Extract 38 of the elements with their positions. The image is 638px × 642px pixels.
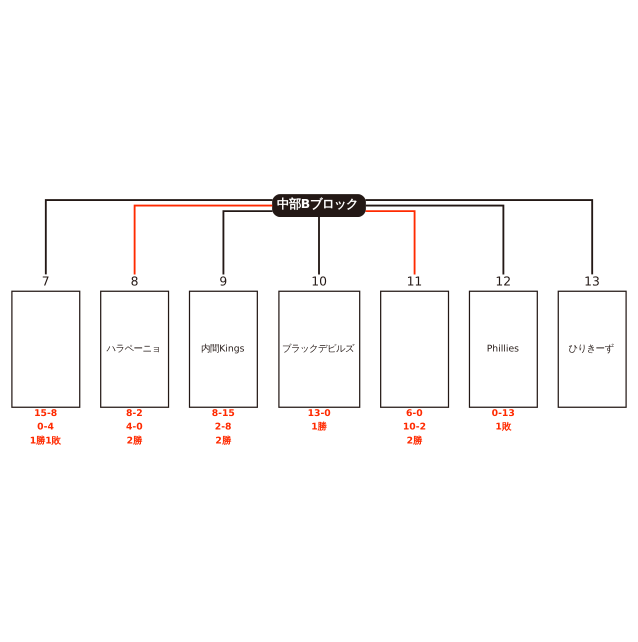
node-box: Phillies	[468, 290, 538, 408]
connector	[366, 204, 504, 274]
node-label: 8	[130, 274, 138, 288]
node-label: 2-8	[214, 421, 232, 432]
node-box	[11, 290, 80, 408]
node-label: 13	[584, 274, 600, 288]
node-label: 10	[311, 274, 327, 288]
node-label: 6-0	[406, 408, 423, 419]
node-label: 13-0	[308, 408, 331, 419]
node-label: 1勝	[311, 421, 327, 432]
connector	[134, 204, 272, 274]
node-box: ブラックデビルズ	[278, 290, 360, 408]
node-box: 内間Kings	[188, 290, 258, 408]
connector	[222, 210, 272, 274]
node-label: 8-15	[212, 408, 235, 419]
node-label: 1敗	[495, 421, 511, 432]
node-label: 12	[495, 274, 512, 288]
node-label: 0-13	[492, 408, 515, 419]
node-label: 9	[219, 274, 228, 288]
node-box: 中部Bブロック	[272, 194, 366, 216]
node-label: 8-2	[126, 408, 143, 419]
connector	[44, 198, 272, 274]
node-label: 11	[406, 274, 422, 288]
node-label: 1勝1敗	[30, 434, 61, 446]
node-label: 7	[42, 274, 50, 288]
node-box: ハラペーニョ	[100, 290, 170, 408]
node-box	[380, 290, 450, 408]
node-box: ひりきーず	[558, 290, 627, 408]
node-label: 15-8	[34, 408, 58, 419]
connector	[366, 210, 416, 274]
node-label: 2勝	[406, 434, 422, 446]
node-label: 2勝	[126, 434, 142, 446]
node-label: 4-0	[126, 421, 143, 432]
connector	[318, 216, 320, 274]
node-label: 2勝	[215, 434, 231, 446]
node-label: 10-2	[402, 421, 426, 432]
connector	[366, 198, 594, 274]
node-label: 0-4	[37, 421, 54, 432]
